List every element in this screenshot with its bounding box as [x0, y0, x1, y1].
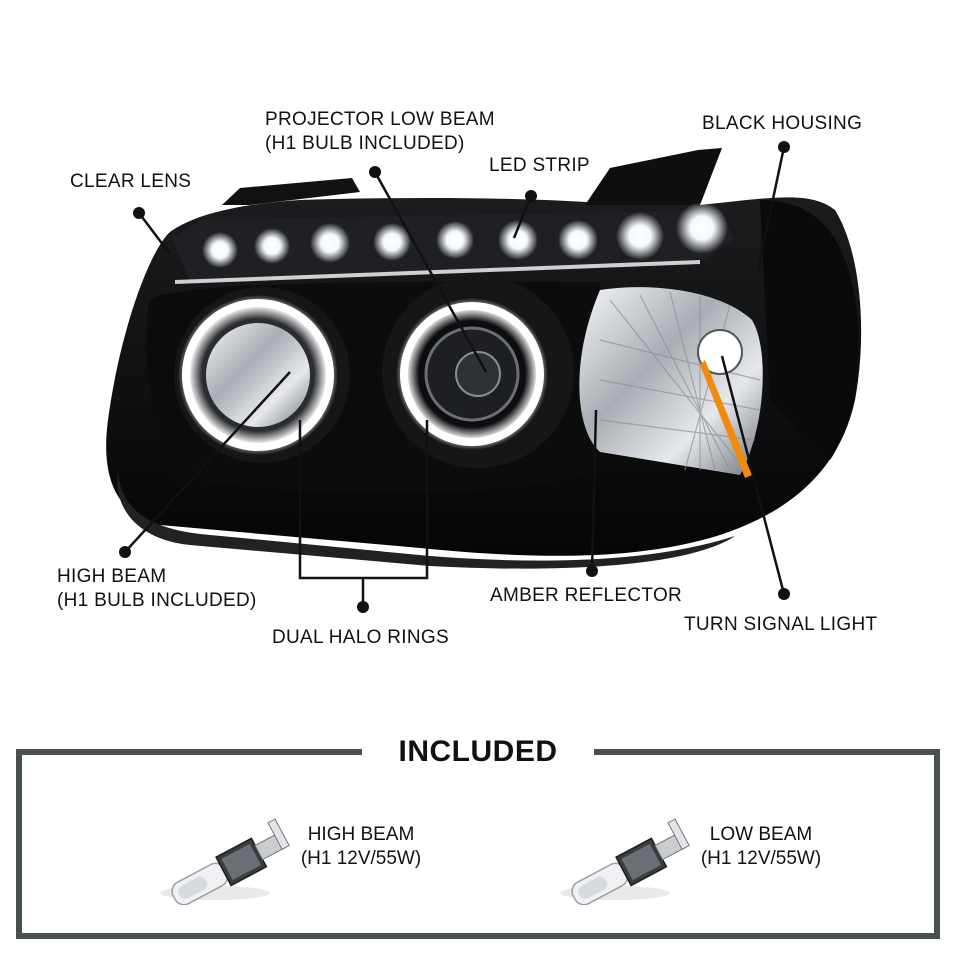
included-low-beam-label: LOW BEAM (H1 12V/55W): [700, 824, 822, 869]
included-high-beam-label: HIGH BEAM (H1 12V/55W): [300, 824, 422, 869]
high-beam-projector: [174, 287, 350, 463]
low-beam-projector: [382, 276, 574, 468]
callout-clear-lens: CLEAR LENS: [70, 171, 192, 192]
led-strip-lights: [202, 202, 728, 268]
callout-high-beam: HIGH BEAM (H1 BULB INCLUDED): [57, 566, 257, 611]
included-title: INCLUDED: [398, 735, 558, 768]
callout-black-housing: BLACK HOUSING: [702, 113, 863, 134]
callout-led-strip: LED STRIP: [489, 155, 590, 176]
high-beam-bulb-icon: [160, 818, 290, 905]
headlight-illustration: [106, 141, 862, 613]
callout-turn-signal-light: TURN SIGNAL LIGHT: [684, 614, 878, 635]
callout-projector-low-beam: PROJECTOR LOW BEAM (H1 BULB INCLUDED): [265, 109, 495, 154]
callout-amber-reflector: AMBER REFLECTOR: [490, 585, 683, 606]
low-beam-bulb-icon: [560, 818, 690, 905]
callout-dual-halo-rings: DUAL HALO RINGS: [272, 627, 449, 648]
